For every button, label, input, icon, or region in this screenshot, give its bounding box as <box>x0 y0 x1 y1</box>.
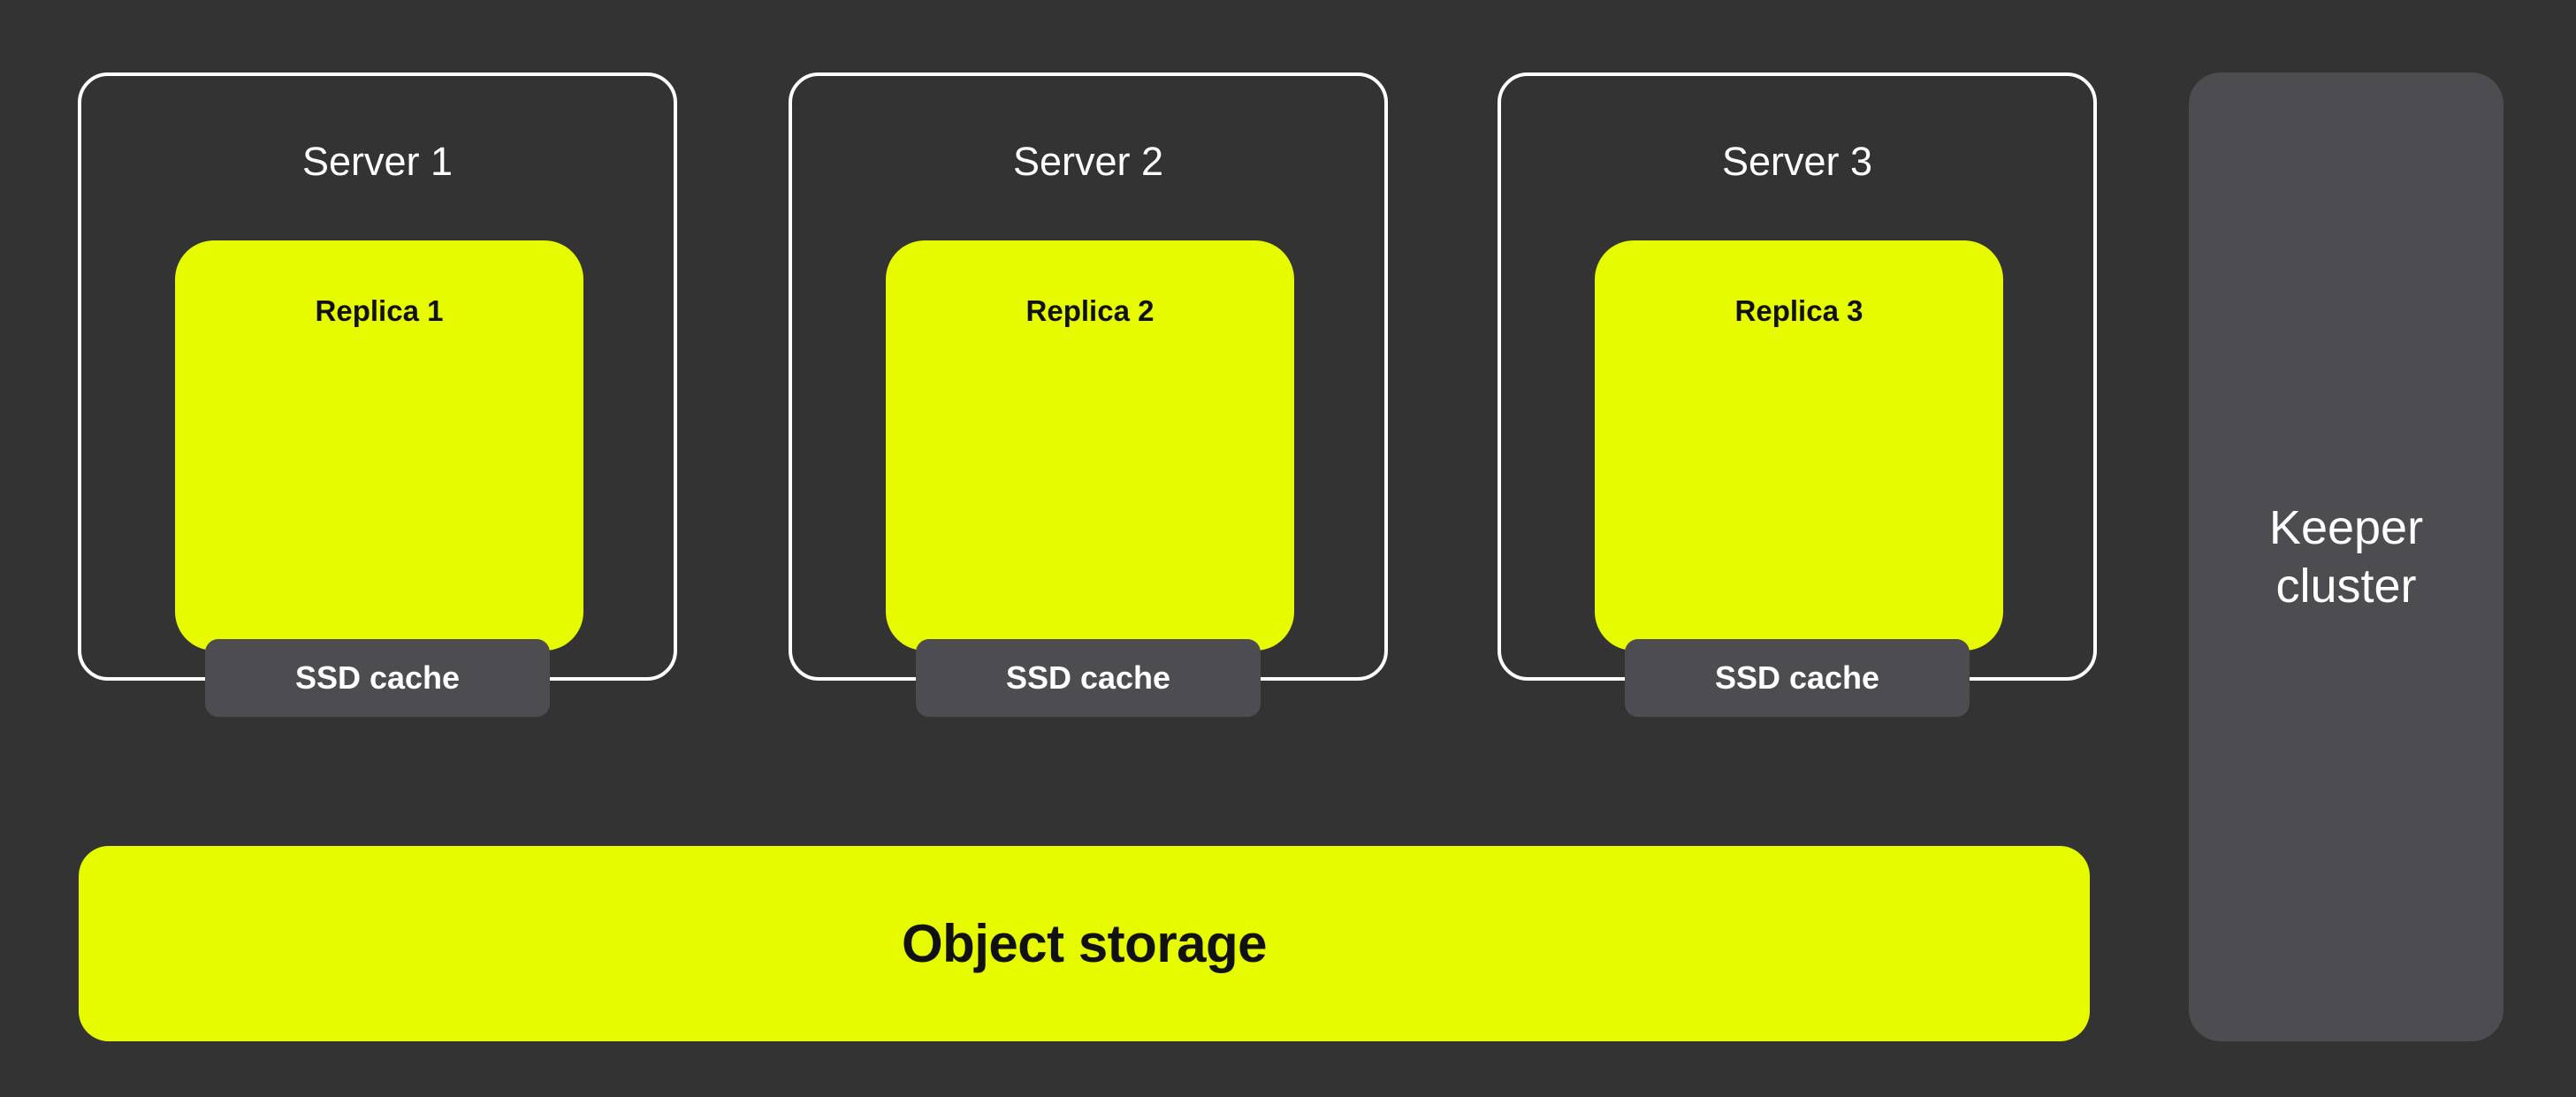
replica-3-box: Replica 3 <box>1595 240 2003 651</box>
keeper-cluster-label-line1: Keeper <box>2268 501 2424 554</box>
ssd-cache-label-3: SSD cache <box>1714 659 1880 696</box>
server-1-label: Server 1 <box>301 139 453 184</box>
ssd-cache-badge-2: SSD cache <box>916 639 1261 717</box>
object-storage-label: Object storage <box>901 914 1268 973</box>
replica-3-label: Replica 3 <box>1734 294 1863 327</box>
object-storage-box: Object storage <box>79 846 2090 1041</box>
server-2-label: Server 2 <box>1012 139 1164 184</box>
replica-2-label: Replica 2 <box>1025 294 1155 327</box>
ssd-cache-label-2: SSD cache <box>1005 659 1171 696</box>
server-3-label: Server 3 <box>1721 139 1873 184</box>
ssd-cache-label-1: SSD cache <box>294 659 461 696</box>
keeper-cluster-label-line2: cluster <box>2275 560 2417 613</box>
replica-2-box: Replica 2 <box>886 240 1294 651</box>
replica-1-label: Replica 1 <box>315 294 444 327</box>
replica-1-box: Replica 1 <box>175 240 583 651</box>
keeper-cluster-box: Keeper cluster <box>2189 72 2504 1041</box>
ssd-cache-badge-1: SSD cache <box>205 639 550 717</box>
server-2-box: Server 2 Replica 2 SSD cache <box>789 72 1388 717</box>
server-1-box: Server 1 Replica 1 SSD cache <box>78 72 677 717</box>
ssd-cache-badge-3: SSD cache <box>1625 639 1970 717</box>
keeper-cluster-label: Keeper cluster <box>2269 499 2423 615</box>
server-3-box: Server 3 Replica 3 SSD cache <box>1498 72 2097 717</box>
